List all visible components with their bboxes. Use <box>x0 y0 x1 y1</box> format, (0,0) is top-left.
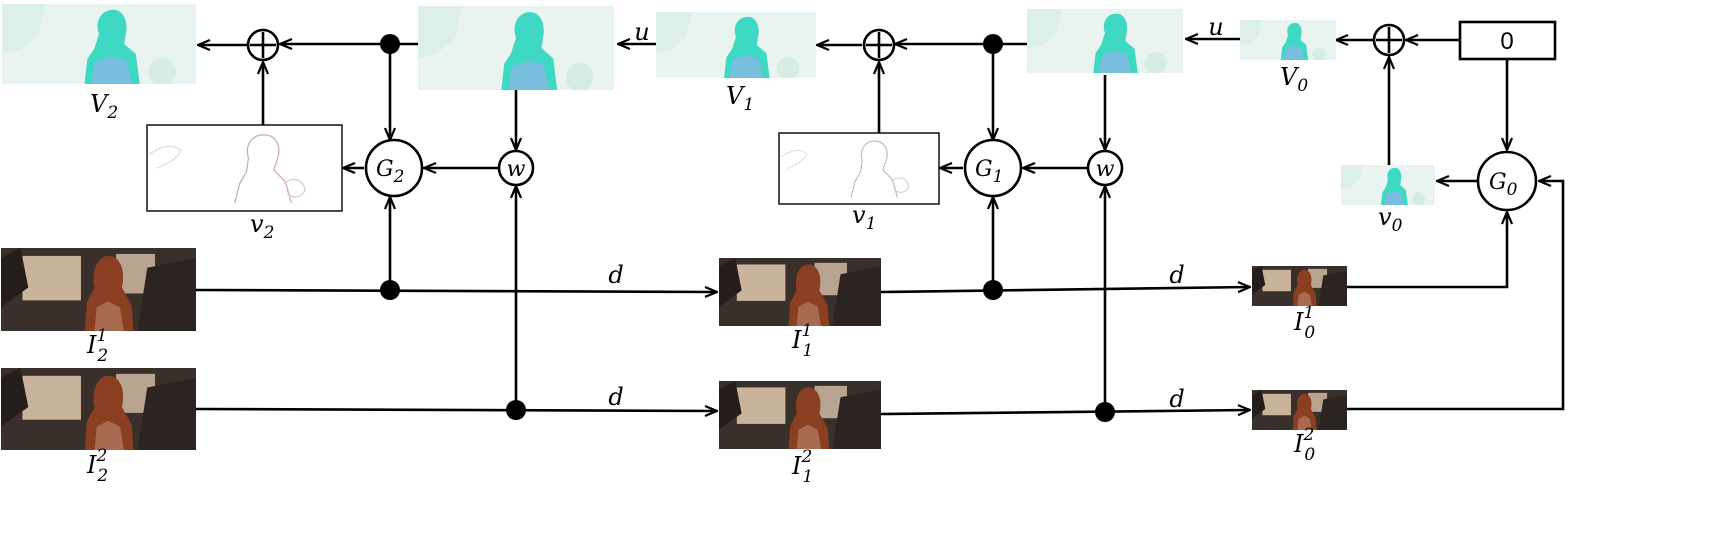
label-V0: V0 <box>1280 63 1308 96</box>
residual-frame-v1 <box>778 132 940 205</box>
flow-image-upsampled-V0 <box>1027 9 1183 73</box>
edge-I12-to-I02 <box>880 410 1250 414</box>
junctions <box>380 34 1115 422</box>
G2-label: G2 <box>376 157 404 187</box>
thumbnails <box>1 4 1435 450</box>
w1-label: w <box>1096 157 1115 182</box>
frame-image-I22 <box>1 368 196 450</box>
edge-I11-to-I01 <box>880 287 1250 294</box>
junction-dot <box>983 280 1003 300</box>
G0-label: G0 <box>1489 170 1518 200</box>
G1-label: G1 <box>975 157 1003 187</box>
oplus-node-0 <box>1372 23 1406 57</box>
label-v2: v2 <box>250 210 274 243</box>
warp-node-w1: w <box>1086 149 1124 187</box>
residual-frame-v2 <box>146 124 343 212</box>
flow-image-V2 <box>2 4 196 84</box>
label-v0: v0 <box>1378 203 1403 236</box>
downsample-label-frame1-2to1: d <box>608 261 623 289</box>
oplus-node-1 <box>862 28 896 62</box>
residual-image-v2 <box>147 125 342 211</box>
frame-image-I02 <box>1252 390 1347 430</box>
downsample-label-frame2-2to1: d <box>608 383 623 411</box>
edge-labels: u u d d d d <box>608 13 1223 413</box>
connections <box>195 39 1565 414</box>
flow-image-upsampled-V1 <box>418 6 614 90</box>
oplus-node-2 <box>246 28 280 62</box>
junction-dot <box>380 280 400 300</box>
label-v1: v1 <box>852 201 876 234</box>
residual-image-v1 <box>779 133 939 204</box>
frame-image-I12 <box>719 381 881 449</box>
zero-label: 0 <box>1500 28 1513 55</box>
label-V2: V2 <box>90 90 118 123</box>
generator-node-G0: G0 <box>1476 150 1538 212</box>
junction-dot <box>380 34 400 54</box>
flow-image-v0 <box>1341 165 1435 205</box>
zero-init-box: 0 <box>1458 20 1557 61</box>
edge-I01-to-G0 <box>1347 212 1507 289</box>
flow-image-V0 <box>1240 20 1336 60</box>
edge-I22-to-I12 <box>195 409 717 411</box>
edge-I21-to-I11 <box>195 290 717 292</box>
junction-dot <box>506 400 526 420</box>
frame-image-I21 <box>1 248 196 331</box>
frame-image-I11 <box>719 258 881 326</box>
warp-node-w2: w <box>497 149 535 187</box>
generator-node-G1: G1 <box>963 138 1023 198</box>
flow-image-V1 <box>656 12 816 78</box>
nodes: G2 G1 G0 w w 0 <box>246 20 1557 212</box>
edge-I02-to-G0 <box>1347 181 1565 411</box>
label-V1: V1 <box>726 82 754 115</box>
downsample-label-frame1-1to0: d <box>1169 261 1184 289</box>
junction-dot <box>983 34 1003 54</box>
downsample-label-frame2-1to0: d <box>1169 385 1184 413</box>
generator-node-G2: G2 <box>364 138 424 198</box>
w2-label: w <box>507 157 526 182</box>
junction-dot <box>1095 402 1115 422</box>
upsample-label-0: u <box>1208 13 1223 41</box>
upsample-label-1: u <box>634 18 649 46</box>
frame-image-I01 <box>1252 266 1347 306</box>
